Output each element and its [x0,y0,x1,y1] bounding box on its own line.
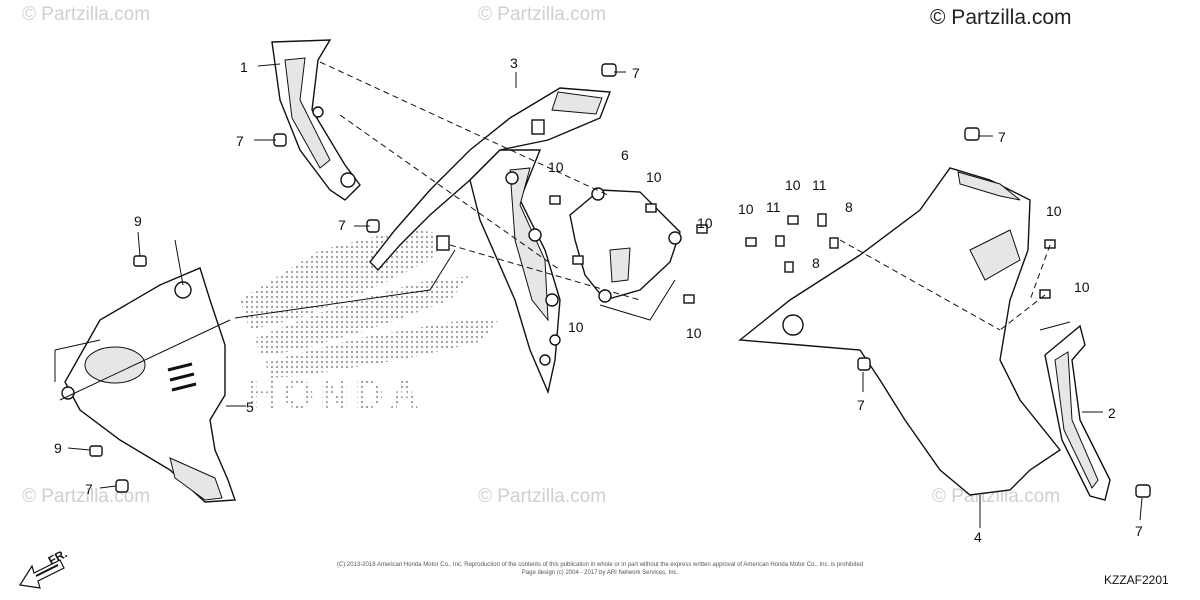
part-5-lower-cover[interactable] [61,267,236,503]
callout-11: 11 [766,199,781,215]
callout-6: 6 [621,147,629,163]
callout-7: 7 [85,481,93,497]
part-4-side-cover[interactable] [738,167,1062,496]
watermark: © Partzilla.com [478,486,607,507]
callout-11: 11 [812,177,827,193]
callout-9: 9 [54,440,62,456]
callout-10: 10 [697,215,713,231]
part-1-bracket-left[interactable] [271,39,361,201]
callout-10: 10 [1074,279,1090,295]
callout-8: 8 [812,255,820,271]
watermark: © Partzilla.com [932,486,1061,507]
watermark: © Partzilla.com [22,4,151,25]
part-2-bracket-right[interactable] [1044,324,1111,501]
copyright-line-2: Page design (c) 2004 - 2017 by ARI Netwo… [521,570,679,576]
small-hardware[interactable] [89,195,1056,457]
callout-labels: 1 3 7 7 7 7 7 7 7 6 5 9 9 10 10 10 10 10… [54,55,1143,545]
callout-2: 2 [1108,405,1116,421]
front-arrow-icon [19,559,65,589]
callout-9: 9 [134,213,142,229]
brand-copyright: © Partzilla.com [930,6,1072,29]
callout-7: 7 [236,133,244,149]
callout-10: 10 [785,177,801,193]
callout-7: 7 [1135,523,1143,539]
part-6-inner-panel[interactable] [569,187,682,303]
callout-7: 7 [338,217,346,233]
callout-10: 10 [1046,203,1062,219]
callout-7: 7 [857,397,865,413]
callout-3: 3 [510,55,518,71]
callout-10: 10 [738,201,754,217]
callout-10: 10 [548,159,564,175]
diagram-code: KZZAF2201 [1104,573,1169,587]
callout-5: 5 [246,399,254,415]
callout-7: 7 [632,65,640,81]
callout-10: 10 [686,325,702,341]
callout-4: 4 [974,529,982,545]
leader-lines [54,61,1143,528]
callout-1: 1 [240,59,248,75]
copyright-line-1: (C) 2013-2018 American Honda Motor Co., … [336,562,864,568]
watermark: © Partzilla.com [478,4,607,25]
callout-10: 10 [568,319,584,335]
honda-wing-logo: HONDA [240,228,500,417]
callout-10: 10 [646,169,662,185]
callout-7: 7 [998,129,1006,145]
part-3-center-cover[interactable] [369,87,611,395]
callout-8: 8 [845,199,853,215]
honda-logo-text: HONDA [248,373,425,417]
